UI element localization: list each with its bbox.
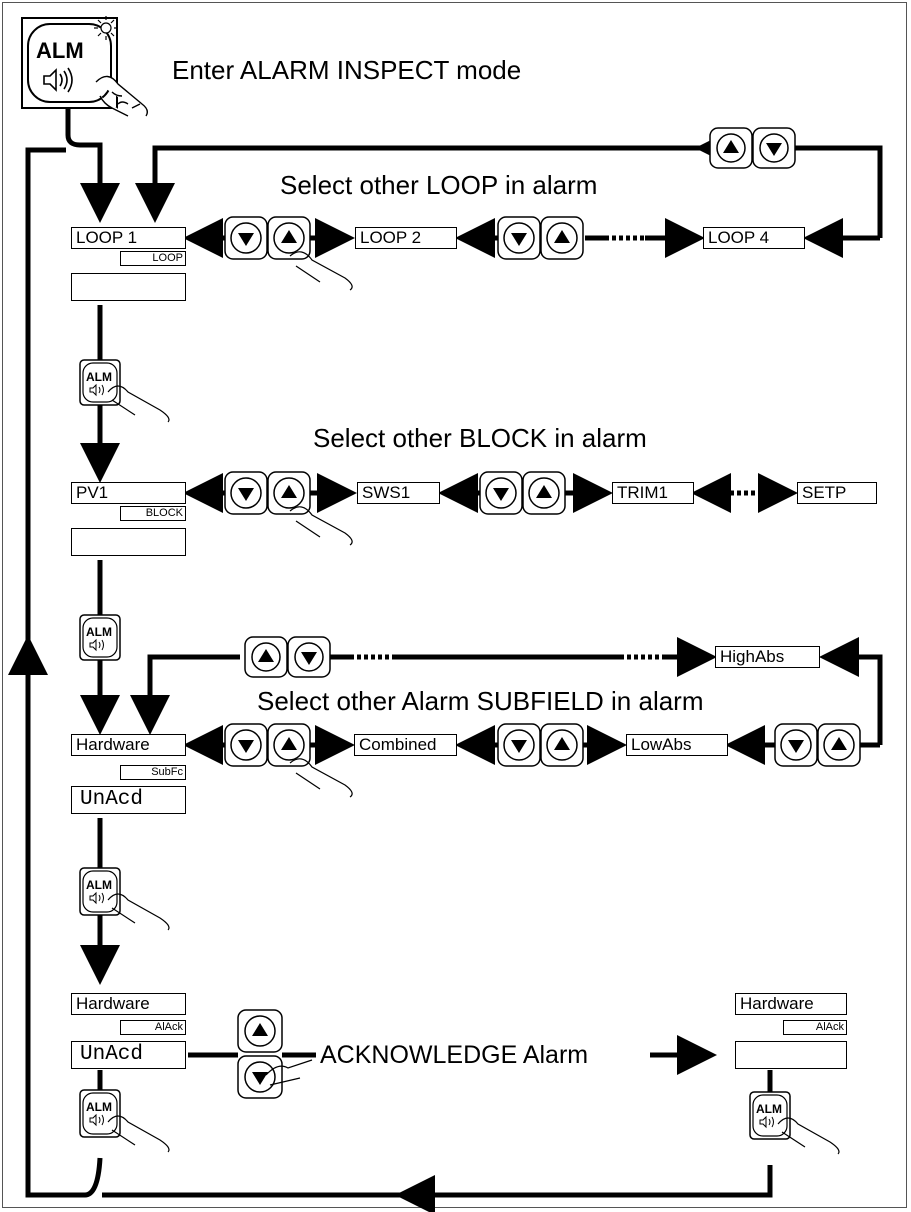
arrow-keys-loop-2[interactable] <box>498 217 583 259</box>
display-ack-hardware-right: Hardware <box>735 993 847 1015</box>
display-trim1: TRIM1 <box>612 482 694 504</box>
display-loop-empty <box>71 273 186 301</box>
alm-key-loop[interactable]: ALM <box>80 360 120 405</box>
alm-key-block[interactable]: ALM <box>80 615 120 660</box>
arrow-keys-loop-top[interactable] <box>710 128 795 168</box>
tag-alack-right: AlAck <box>783 1020 847 1035</box>
arrow-keys-block-2[interactable] <box>480 472 565 514</box>
alm-key-main[interactable]: ALM <box>22 16 118 108</box>
alm-key-ack-left[interactable]: ALM <box>80 1090 120 1137</box>
display-unacd: UnAcd <box>71 786 186 814</box>
alm-key-loop-label: ALM <box>86 370 112 384</box>
subfield-top-left-arrow <box>150 657 240 730</box>
bottom-return-line <box>102 1165 770 1195</box>
display-loop-1: LOOP 1 <box>71 227 186 249</box>
alm-key-label: ALM <box>36 38 84 63</box>
alm-key-ack-right-label: ALM <box>756 1102 782 1116</box>
display-highabs: HighAbs <box>715 646 820 668</box>
tag-subfc: SubFc <box>120 765 186 780</box>
display-pv1: PV1 <box>71 482 186 504</box>
caption-select-subfield: Select other Alarm SUBFIELD in alarm <box>257 686 704 716</box>
alm-key-block-label: ALM <box>86 625 112 639</box>
alm-key-subfield-label: ALM <box>86 878 112 892</box>
arrow-keys-subfield-3[interactable] <box>775 724 860 766</box>
display-loop-2: LOOP 2 <box>355 227 457 249</box>
return-loop-line <box>28 150 100 1195</box>
alm-key-subfield[interactable]: ALM <box>80 868 120 915</box>
caption-enter-mode: Enter ALARM INSPECT mode <box>172 55 521 85</box>
tag-alack-left: AlAck <box>120 1020 186 1035</box>
display-ack-unacd: UnAcd <box>71 1041 186 1069</box>
caption-select-loop: Select other LOOP in alarm <box>280 170 597 200</box>
display-hardware: Hardware <box>71 734 186 756</box>
display-setp: SETP <box>797 482 877 504</box>
display-lowabs: LowAbs <box>626 734 728 756</box>
arrow-keys-ack[interactable] <box>238 1010 282 1098</box>
tag-block: BLOCK <box>120 506 186 521</box>
caption-select-block: Select other BLOCK in alarm <box>313 423 647 453</box>
display-ack-status-right <box>735 1041 847 1069</box>
display-sws1: SWS1 <box>357 482 440 504</box>
arrow-keys-subfield-top[interactable] <box>245 637 330 677</box>
tag-loop: LOOP <box>120 251 186 266</box>
alm-key-ack-right[interactable]: ALM <box>750 1092 790 1139</box>
flow-line-start <box>68 108 100 218</box>
display-block-empty <box>71 528 186 556</box>
alm-key-ack-left-label: ALM <box>86 1100 112 1114</box>
display-combined: Combined <box>354 734 457 756</box>
arrow-keys-subfield-2[interactable] <box>498 724 583 766</box>
display-ack-hardware-left: Hardware <box>71 993 186 1015</box>
display-loop-4: LOOP 4 <box>703 227 805 249</box>
caption-acknowledge: ACKNOWLEDGE Alarm <box>320 1040 588 1070</box>
